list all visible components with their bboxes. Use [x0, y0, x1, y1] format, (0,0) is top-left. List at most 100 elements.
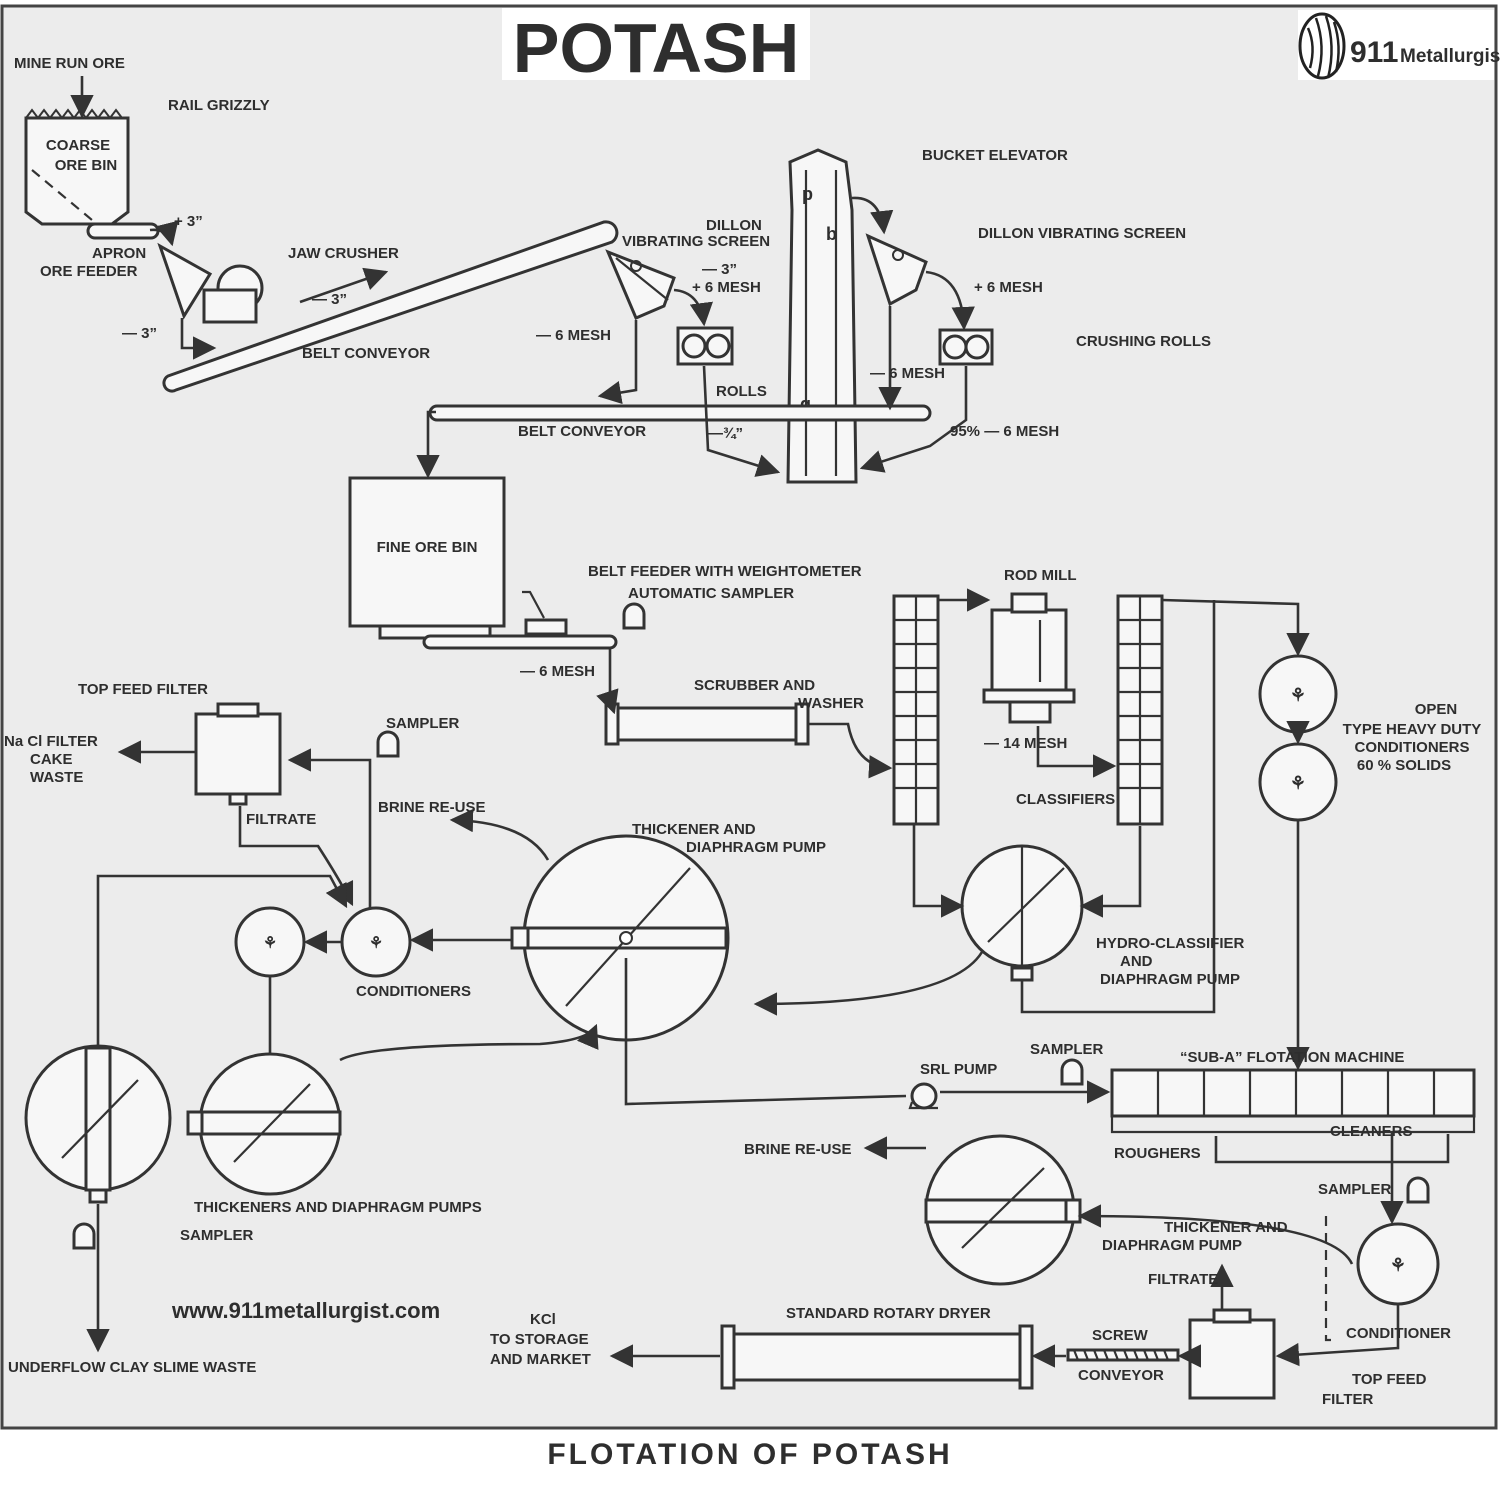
label-minus-three-quarter: —¾”	[708, 425, 743, 442]
belt-feeder-weightometer	[422, 590, 618, 650]
label-kcl: KCl	[530, 1311, 556, 1328]
label-conditioners-center: CONDITIONERS	[356, 983, 471, 1000]
label-thickener-2b: DIAPHRAGM PUMP	[1102, 1237, 1242, 1254]
conditioner-heavy-2: ⚘	[1258, 742, 1338, 822]
label-rail-grizzly: RAIL GRIZZLY	[168, 97, 270, 114]
label-thickener-2a: THICKENER AND	[1164, 1219, 1288, 1236]
label-scrubber: SCRUBBER AND	[694, 677, 815, 694]
conditioner-center-right: ⚘	[340, 906, 412, 978]
label-sampler-4: SAMPLER	[1318, 1181, 1392, 1198]
sampler-1	[376, 730, 400, 758]
label-kcl-to-storage: TO STORAGE	[490, 1331, 589, 1348]
svg-text:p: p	[802, 184, 813, 204]
diagram-subtitle: FLOTATION OF POTASH	[547, 1438, 952, 1471]
sampler-3	[72, 1222, 96, 1250]
label-top-feed-filter-2b: FILTER	[1322, 1391, 1374, 1408]
classifier-2	[1116, 594, 1164, 826]
label-hydro-classifier: HYDRO-CLASSIFIER	[1096, 935, 1245, 952]
label-conditioner: CONDITIONER	[1346, 1325, 1451, 1342]
label-rolls: ROLLS	[716, 383, 767, 400]
label-dillon-1: DILLON	[706, 217, 762, 234]
label-coarse: COARSE	[46, 137, 110, 154]
label-kcl-and-market: AND MARKET	[490, 1351, 591, 1368]
jaw-crusher	[157, 242, 264, 324]
logo-911-metallurgist: 911 Metallurgist	[1298, 10, 1500, 80]
label-minus6mesh-1: — 6 MESH	[536, 327, 611, 344]
label-minus3-b: — 3”	[122, 325, 157, 342]
thickener-left-1	[24, 1044, 172, 1204]
title-plate	[502, 8, 810, 80]
thickener-bottom	[924, 1134, 1082, 1286]
sampler-2	[1060, 1058, 1084, 1086]
label-belt-conveyor-1: BELT CONVEYOR	[302, 345, 430, 362]
label-nacl-filter: Na Cl FILTER	[4, 733, 98, 750]
label-washer: WASHER	[798, 695, 864, 712]
svg-text:b: b	[826, 224, 837, 244]
label-type-heavy-duty: TYPE HEAVY DUTY	[1343, 721, 1482, 738]
thickener-left-2	[186, 1052, 342, 1196]
fine-ore-bin	[348, 476, 506, 640]
label-filtrate-2: FILTRATE	[1148, 1271, 1218, 1288]
label-95-pct-minus6mesh: 95% — 6 MESH	[950, 423, 1059, 440]
label-belt-feeder: BELT FEEDER WITH WEIGHTOMETER	[588, 563, 862, 580]
label-sampler-2: SAMPLER	[1030, 1041, 1104, 1058]
label-srl-pump: SRL PUMP	[920, 1061, 997, 1078]
standard-rotary-dryer	[720, 1324, 1034, 1390]
label-belt-conveyor-2: BELT CONVEYOR	[518, 423, 646, 440]
label-ore-bin: ORE BIN	[55, 157, 118, 174]
label-brine-reuse-1: BRINE RE-USE	[378, 799, 486, 816]
agitator-icon: ⚘	[1390, 1255, 1406, 1275]
label-hydro-and: AND	[1120, 953, 1153, 970]
svg-text:q: q	[800, 394, 811, 414]
bucket-elevator: pb qb	[786, 148, 858, 484]
label-plus6mesh-2: + 6 MESH	[974, 279, 1043, 296]
scrubber-washer	[604, 702, 810, 746]
agitator-icon: ⚘	[1290, 773, 1306, 793]
classifier-1	[892, 594, 940, 826]
agitator-icon: ⚘	[369, 935, 383, 952]
label-bucket-elevator: BUCKET ELEVATOR	[922, 147, 1068, 164]
dillon-vibrating-screen-2	[865, 233, 928, 307]
label-brine-reuse-2: BRINE RE-USE	[744, 1141, 852, 1158]
label-classifiers: CLASSIFIERS	[1016, 791, 1115, 808]
label-apron: APRON	[92, 245, 146, 262]
label-screw: SCREW	[1092, 1327, 1149, 1344]
logo-name: Metallurgist	[1400, 46, 1500, 67]
label-plus3-a: + 3”	[174, 213, 203, 230]
label-vibrating-screen-1: VIBRATING SCREEN	[622, 233, 770, 250]
label-minus6mesh-2: — 6 MESH	[870, 365, 945, 382]
apron-ore-feeder	[86, 222, 160, 240]
label-roughers: ROUGHERS	[1114, 1145, 1201, 1162]
label-sampler-1: SAMPLER	[386, 715, 460, 732]
screw-conveyor	[1066, 1348, 1180, 1362]
label-conditioners-right: CONDITIONERS	[1354, 739, 1469, 756]
label-plus6mesh-1: + 6 MESH	[692, 279, 761, 296]
label-nacl-cake: CAKE	[30, 751, 73, 768]
label-underflow-clay-slime-waste: UNDERFLOW CLAY SLIME WASTE	[8, 1359, 256, 1376]
label-minus3-a: — 3”	[312, 291, 347, 308]
sampler-4	[1406, 1176, 1430, 1204]
label-rod-mill: ROD MILL	[1004, 567, 1077, 584]
crushing-rolls	[938, 328, 994, 366]
website-url: www.911metallurgist.com	[171, 1298, 440, 1323]
label-minus14mesh: — 14 MESH	[984, 735, 1067, 752]
label-nacl-waste: WASTE	[30, 769, 83, 786]
label-minus6mesh-3: — 6 MESH	[520, 663, 595, 680]
label-ore-feeder: ORE FEEDER	[40, 263, 138, 280]
logo-number: 911	[1350, 36, 1398, 69]
thickener-main	[510, 834, 730, 1042]
rolls-1	[676, 326, 734, 366]
label-dillon-vibrating-screen: DILLON VIBRATING SCREEN	[978, 225, 1186, 242]
label-thickeners-and-pumps: THICKENERS AND DIAPHRAGM PUMPS	[194, 1199, 482, 1216]
label-conveyor: CONVEYOR	[1078, 1367, 1164, 1384]
label-top-feed-filter-1: TOP FEED FILTER	[78, 681, 208, 698]
top-feed-filter-1	[194, 702, 282, 806]
label-crushing-rolls: CRUSHING ROLLS	[1076, 333, 1211, 350]
agitator-icon: ⚘	[1290, 685, 1306, 705]
label-mine-run-ore: MINE RUN ORE	[14, 55, 125, 72]
conditioner-center-left: ⚘	[234, 906, 306, 978]
label-minus3-c: — 3”	[702, 261, 737, 278]
label-hydro-diaphragm-pump: DIAPHRAGM PUMP	[1100, 971, 1240, 988]
